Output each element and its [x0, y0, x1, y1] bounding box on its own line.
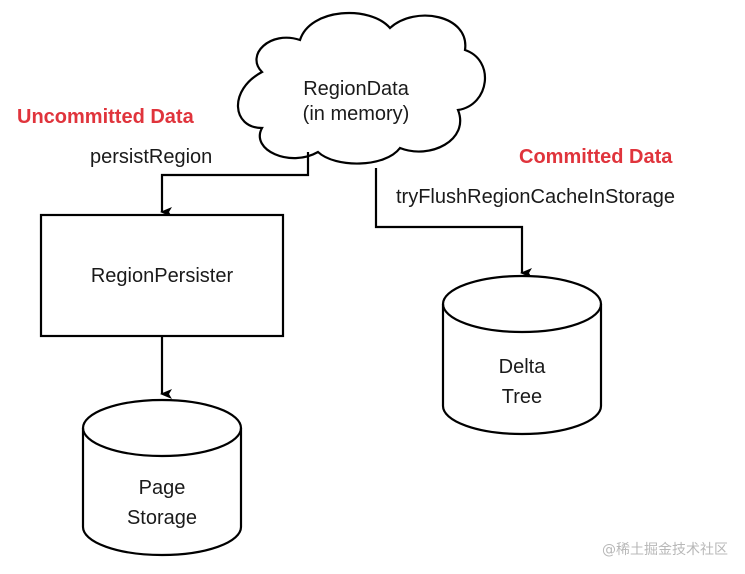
page-storage-line1: Page	[139, 477, 186, 499]
edge-label-persist-region: persistRegion	[90, 146, 212, 168]
committed-data-label: Committed Data	[519, 146, 673, 168]
region-data-subtitle: (in memory)	[303, 103, 410, 125]
region-data-cloud: RegionData (in memory)	[236, 11, 487, 165]
region-data-title: RegionData	[303, 78, 410, 100]
watermark: @稀土掘金技术社区	[602, 542, 728, 558]
edge-persist-region	[160, 152, 310, 217]
uncommitted-data-label: Uncommitted Data	[17, 106, 195, 128]
region-persister-label: RegionPersister	[91, 265, 234, 287]
page-storage-rim	[81, 427, 243, 458]
delta-tree-line2: Tree	[502, 386, 542, 408]
delta-tree-cylinder	[441, 274, 603, 436]
page-storage-line2: Storage	[127, 507, 197, 529]
delta-tree-node: Delta Tree	[441, 274, 603, 436]
page-storage-cylinder	[81, 398, 243, 557]
page-storage-node: Page Storage	[81, 398, 243, 557]
delta-tree-line1: Delta	[499, 356, 547, 378]
delta-tree-rim	[441, 303, 603, 334]
edge-label-try-flush: tryFlushRegionCacheInStorage	[396, 186, 675, 208]
region-persister-box	[39, 213, 285, 338]
edge-try-flush	[374, 168, 532, 278]
region-persister-node: RegionPersister	[39, 213, 285, 338]
cloud-shape	[236, 11, 487, 165]
